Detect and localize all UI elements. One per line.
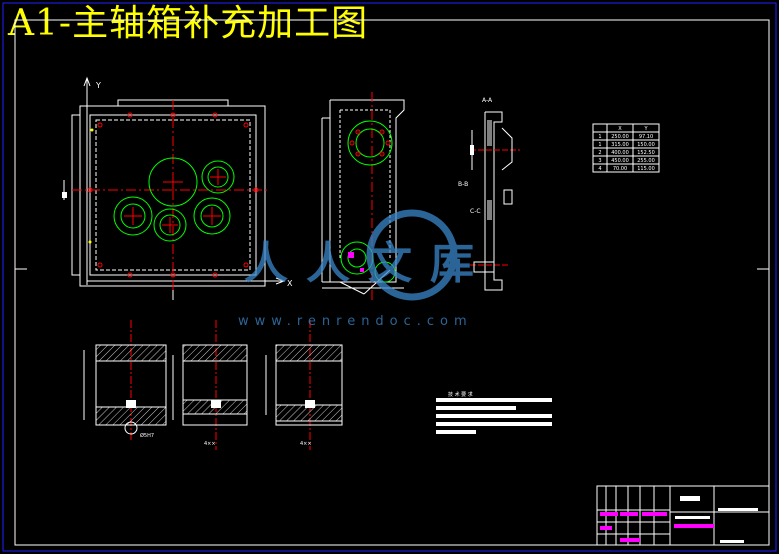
section-cc-label: C-C [470, 208, 481, 215]
coord-table-cell: 115.00 [637, 166, 655, 172]
watermark-logo-icon [366, 209, 458, 301]
datum-dots [88, 128, 94, 244]
section-view-2: 4×× [172, 320, 248, 450]
bore-2 [201, 160, 235, 194]
section-aa-label: A-A [482, 97, 493, 104]
y-arrow [83, 76, 91, 87]
coord-table-header: Y [643, 126, 648, 132]
title-block [596, 485, 770, 546]
housing-left-flange [71, 114, 81, 276]
bore-2-inner [207, 166, 229, 188]
coord-table-cell: 3 [598, 158, 601, 164]
technical-requirements: 技 术 要 求 [436, 391, 552, 434]
bore-main [148, 157, 198, 207]
coord-table-cell: 70.00 [613, 166, 627, 172]
coord-table-cell: 450.00 [611, 158, 629, 164]
coord-table-cell: 150.00 [637, 142, 655, 148]
side-bore-top [347, 120, 393, 166]
bottom-section-views: Ø5H7 4×× 4×× [83, 320, 343, 450]
dim-left-text [62, 192, 67, 198]
coord-table-cell: 250.00 [611, 134, 629, 140]
coordinate-table: X Y 1 250.00 97.10 1 315.00 150.00 2 400.00 152.50… [592, 123, 660, 173]
bore-4-inner [159, 214, 181, 236]
coord-table-cell: 1 [598, 142, 601, 148]
coord-table-cell: 97.10 [639, 134, 653, 140]
perimeter-holes [87, 112, 259, 278]
section-bb-label: B-B [458, 181, 468, 188]
bore-group [113, 157, 235, 242]
section-view-1: Ø5H7 [83, 320, 167, 440]
bore-5 [193, 197, 231, 235]
dim-label-2: 4×× [204, 441, 216, 447]
sheet-inner-border [14, 19, 770, 546]
coord-table-cell: 400.00 [611, 150, 629, 156]
bore-4 [153, 208, 187, 242]
watermark: 人人文库 www.renrendoc.com [238, 209, 492, 329]
coord-table-header: X [618, 126, 622, 132]
coord-table-cell: 2 [598, 150, 601, 156]
section-view-3: 4×× [265, 320, 343, 450]
bore-centermarks [124, 169, 226, 233]
section-aa-outline [484, 111, 503, 291]
tech-req-heading: 技 术 要 求 [448, 391, 473, 398]
coord-table-cell: 4 [598, 166, 601, 172]
coord-table-cell: 1 [598, 134, 601, 140]
watermark-url: www.renrendoc.com [238, 314, 473, 329]
section-aa-view: A-A B-B C-C [458, 97, 520, 291]
bore-3 [113, 196, 153, 236]
x-axis-label: X [287, 279, 293, 288]
coord-table-cell: 315.00 [611, 142, 629, 148]
x-arrow [275, 277, 286, 285]
dim-label-1: Ø5H7 [140, 432, 154, 439]
front-view: Y X [62, 76, 293, 300]
bore-5-inner [200, 204, 224, 228]
y-axis-label: Y [95, 81, 101, 90]
coord-table-cell: 152.50 [637, 150, 655, 156]
watermark-text: 人人文库 [244, 238, 492, 289]
coord-table-cell: 255.00 [637, 158, 655, 164]
dim-label-3: 4×× [300, 441, 312, 447]
bore-3-inner [120, 203, 146, 229]
drawing-title: A1-主轴箱补充加工图 [8, 3, 369, 44]
